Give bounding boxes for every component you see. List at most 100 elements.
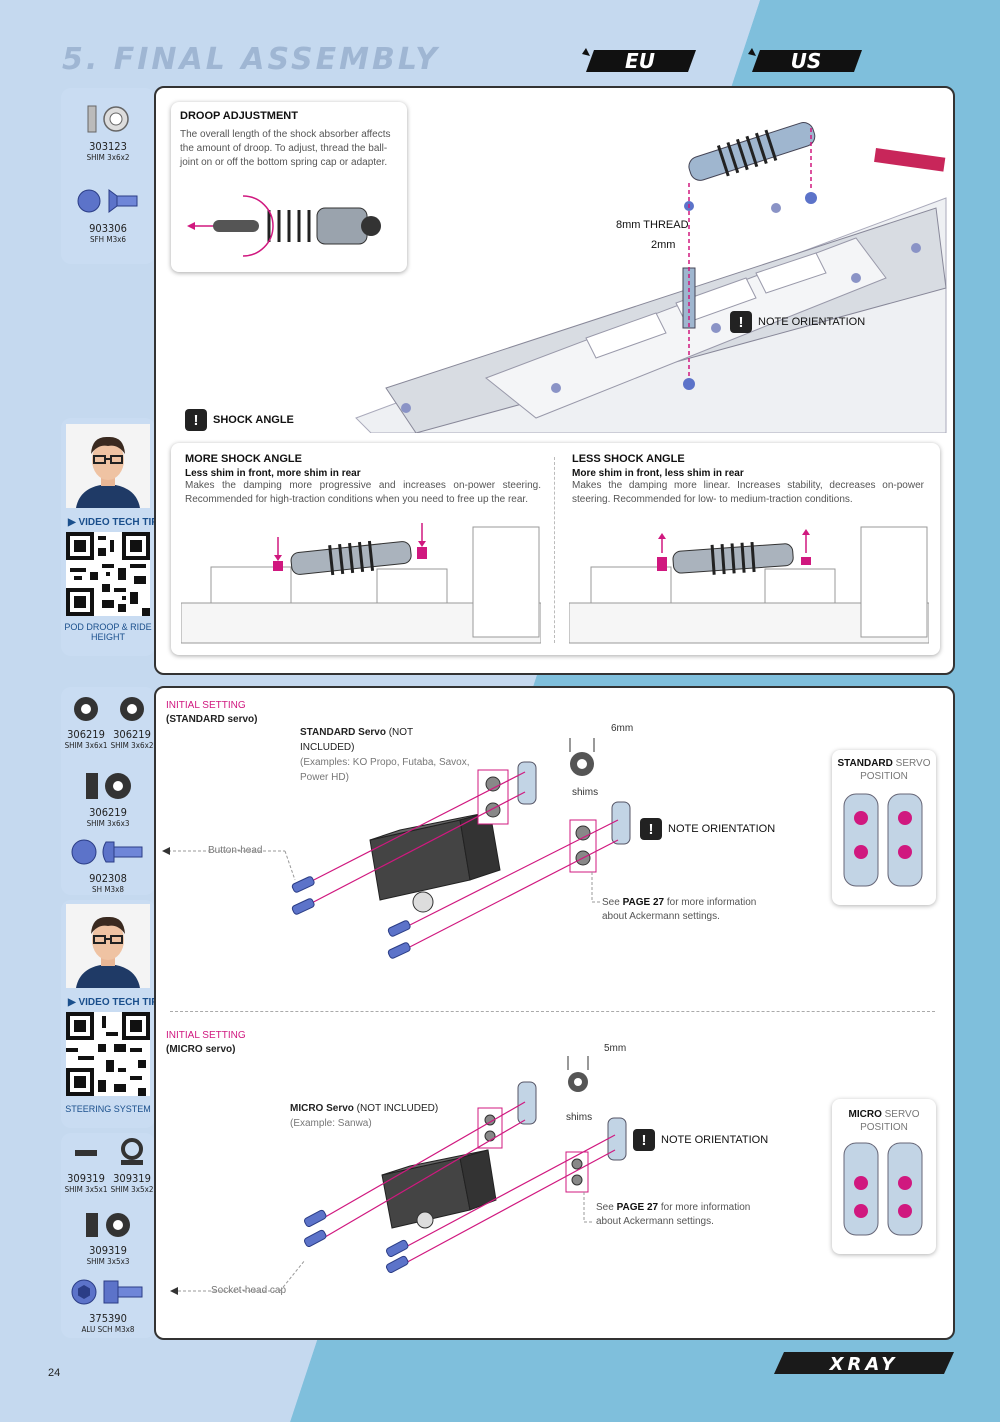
note-orientation-standard: ! NOTE ORIENTATION (640, 818, 775, 840)
part-shim-306219-3: 306219 SHIM 3x6x3 (61, 770, 155, 828)
video-tip-text: VIDEO TECH TIP (78, 517, 158, 528)
part-screw-902308: 902308 SH M3x8 (61, 836, 155, 894)
page-reference-link[interactable]: PAGE 27 (616, 1202, 659, 1213)
exclamation-icon: ! (633, 1129, 655, 1151)
servo-examples: (Example: Sanwa) (290, 1118, 372, 1129)
part-shim-309319-2: 309319 SHIM 3x5x2 (110, 1138, 154, 1194)
part-shim-309319-1: 309319 SHIM 3x5x1 (64, 1138, 108, 1194)
less-shock-angle-diagram (569, 526, 929, 644)
video-tip-caption: STEERING SYSTEM (65, 1104, 151, 1114)
part-shim-306219-1: 306219 SHIM 3x6x1 (64, 694, 108, 750)
not-included: (NOT INCLUDED) (353, 1103, 439, 1114)
servo-mount-panel (154, 686, 955, 1340)
qr-code-pod-droop[interactable] (66, 532, 150, 616)
part-desc: SH M3x8 (92, 885, 124, 894)
dimension-6mm: 6mm (611, 723, 634, 734)
initial-setting-label: INITIAL SETTING (166, 700, 246, 711)
standard-servo-position-box: STANDARD SERVO POSITION (832, 750, 936, 905)
video-tech-tip-label: ▶ VIDEO TECH TIP (68, 997, 158, 1008)
more-shock-text: Makes the damping more progressive and i… (185, 480, 541, 505)
micro-servo-diagram (170, 1056, 627, 1295)
shock-absorber-icon (187, 195, 381, 257)
note-text: NOTE ORIENTATION (661, 1134, 769, 1146)
shims-label: shims (566, 1112, 593, 1123)
video-tip-text: VIDEO TECH TIP (78, 997, 158, 1008)
standard-servo-diagram (162, 738, 631, 959)
shock-angle-callout: MORE SHOCK ANGLE Less shim in front, mor… (171, 443, 940, 655)
micro-position-blocks (843, 1142, 923, 1236)
more-shock-angle-diagram (181, 523, 541, 644)
xray-logo: XRAY (774, 1352, 954, 1375)
less-shock-subtitle: More shim in front, less shim in rear (572, 468, 744, 479)
socket-head-screw-icon (71, 1279, 143, 1305)
us-badge: US (748, 48, 862, 73)
initial-setting-label: INITIAL SETTING (166, 1030, 246, 1041)
part-desc: SHIM 3x6x2 (86, 153, 130, 162)
play-icon: ▶ (68, 997, 76, 1008)
standard-servo-info: STANDARD Servo (NOT INCLUDED) (Examples:… (300, 725, 470, 785)
micro-initial-setting: INITIAL SETTING (MICRO servo) (166, 1029, 246, 1057)
position-title-a: MICRO (848, 1109, 882, 1120)
part-desc: SHIM 3x6x1 (64, 741, 108, 750)
part-code: 375390 (89, 1312, 127, 1325)
note-orientation-top: ! NOTE ORIENTATION (730, 311, 865, 333)
eu-badge-text: EU (625, 49, 655, 73)
parts-list-bottom (61, 1133, 155, 1338)
xray-logo-text: XRAY (829, 1354, 899, 1375)
part-screw-375390: 375390 ALU SCH M3x8 (61, 1276, 155, 1334)
part-code: 306219 (67, 728, 105, 741)
less-shock-text: Makes the damping more linear. Increases… (572, 480, 924, 505)
droop-adjustment-callout: DROOP ADJUSTMENT The overall length of t… (171, 102, 407, 272)
two-mm-label: 2mm (651, 239, 676, 251)
see-pre: See (602, 897, 623, 908)
position-title-a: STANDARD (837, 758, 893, 769)
standard-initial-setting: INITIAL SETTING (STANDARD servo) (166, 699, 258, 727)
see-page-note-standard: See PAGE 27 for more information about A… (602, 896, 782, 924)
shim-icon (87, 105, 129, 133)
presenter-avatar (66, 904, 150, 988)
note-text: NOTE ORIENTATION (758, 316, 866, 328)
part-shim-303123: 303123 SHIM 3x6x2 (61, 102, 155, 162)
part-code: 303123 (89, 140, 127, 153)
eu-badge: EU (582, 48, 696, 73)
exclamation-icon: ! (640, 818, 662, 840)
position-title: STANDARD SERVO POSITION (832, 757, 936, 783)
micro-servo-info: MICRO Servo (NOT INCLUDED) (Example: San… (290, 1101, 460, 1131)
standard-position-blocks (843, 793, 923, 887)
part-desc: SHIM 3x5x1 (64, 1185, 108, 1194)
part-shim-309319-3: 309319 SHIM 3x5x3 (61, 1210, 155, 1266)
flat-head-screw-icon (77, 189, 138, 213)
part-code: 309319 (67, 1172, 105, 1185)
dimension-5mm: 5mm (604, 1043, 627, 1054)
part-desc: ALU SCH M3x8 (81, 1325, 135, 1334)
position-title-b: SERVO POSITION (860, 758, 931, 782)
part-code: 309319 (113, 1172, 151, 1185)
shims-label: shims (572, 787, 599, 798)
droop-title: DROOP ADJUSTMENT (180, 110, 298, 122)
servo-type-label: (MICRO servo) (166, 1044, 236, 1055)
thread-label: 8mm THREAD (616, 219, 689, 231)
more-shock-angle-section: MORE SHOCK ANGLE Less shim in front, mor… (185, 453, 541, 507)
part-desc: SFH M3x6 (89, 235, 127, 244)
page-number: 24 (48, 1367, 61, 1379)
see-page-note-micro: See PAGE 27 for more information about A… (596, 1201, 776, 1229)
video-tech-tip-label: ▶ VIDEO TECH TIP (68, 517, 158, 528)
part-code: 306219 (113, 728, 151, 741)
see-pre: See (596, 1202, 617, 1213)
us-badge-text: US (791, 49, 822, 73)
part-desc: SHIM 3x6x2 (110, 741, 154, 750)
not-included: (NOT INCLUDED) (300, 727, 413, 753)
section-divider (170, 1011, 935, 1012)
shim-icon (86, 1213, 130, 1237)
page-reference-link[interactable]: PAGE 27 (622, 897, 665, 908)
shim-icon (86, 773, 131, 799)
qr-code-steering[interactable] (66, 1012, 150, 1096)
page-title: 5. FINAL ASSEMBLY (62, 42, 440, 77)
position-title-b: SERVO POSITION (860, 1109, 920, 1133)
part-code: 309319 (89, 1244, 127, 1257)
part-screw-903306: 903306 SFH M3x6 (61, 184, 155, 244)
shim-icon (75, 1150, 97, 1156)
note-orientation-micro: ! NOTE ORIENTATION (633, 1129, 768, 1151)
part-code: 902308 (89, 872, 127, 885)
video-tip-caption: POD DROOP & RIDE HEIGHT (64, 622, 152, 642)
